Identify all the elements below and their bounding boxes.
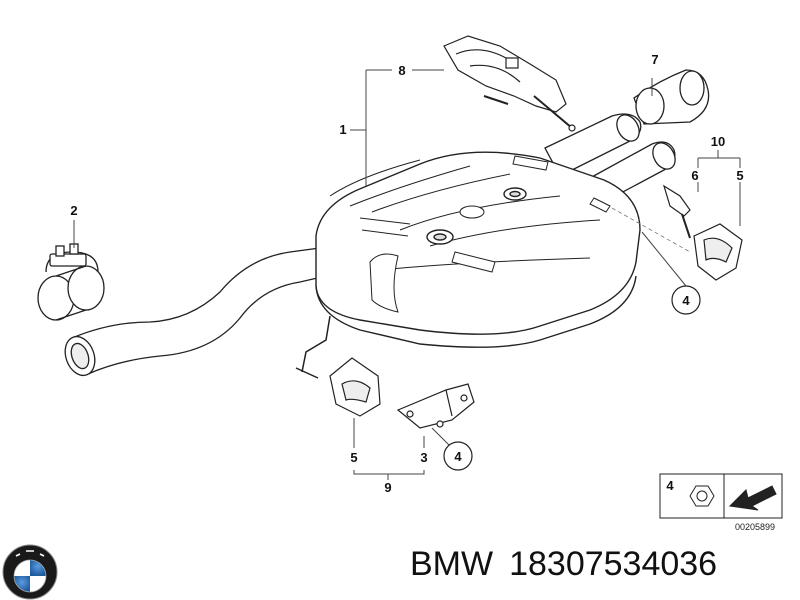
callout-7: 7 bbox=[651, 52, 658, 67]
arrow-icon bbox=[728, 485, 777, 511]
circled-callout-4-right bbox=[671, 285, 701, 315]
nut-icon bbox=[689, 485, 715, 507]
part-caption: BMW 18307534036 bbox=[410, 545, 717, 584]
clamp-part-2 bbox=[37, 243, 105, 321]
rear-muffler bbox=[295, 151, 641, 379]
callout-1: 1 bbox=[339, 122, 346, 137]
callout-8: 8 bbox=[398, 63, 405, 78]
bmw-logo bbox=[2, 544, 58, 600]
callout-leaders bbox=[73, 69, 741, 480]
brand-name: BMW bbox=[410, 545, 494, 583]
circled-callout-4-lower bbox=[443, 441, 473, 471]
callout-3: 3 bbox=[420, 450, 427, 465]
callout-4-right: 4 bbox=[682, 293, 690, 308]
legend-code: 00205899 bbox=[735, 522, 775, 532]
callout-2: 2 bbox=[70, 203, 77, 218]
inlet-pipe bbox=[64, 247, 327, 377]
callout-5-lower: 5 bbox=[350, 450, 357, 465]
callout-9: 9 bbox=[384, 480, 391, 495]
legend-callout-4: 4 bbox=[666, 478, 674, 493]
right-hanger-assembly bbox=[611, 184, 743, 281]
callout-10: 10 bbox=[711, 134, 725, 149]
part-number: 18307534036 bbox=[509, 545, 718, 583]
clamp-bracket-part-8 bbox=[443, 35, 576, 132]
lower-hanger-part-5 bbox=[329, 357, 381, 417]
callout-4-lower: 4 bbox=[454, 449, 462, 464]
bracket-part-3 bbox=[396, 383, 475, 429]
sleeve-part-7 bbox=[633, 69, 710, 125]
callout-6: 6 bbox=[691, 168, 698, 183]
legend-box bbox=[659, 473, 783, 519]
callout-5-right: 5 bbox=[736, 168, 743, 183]
